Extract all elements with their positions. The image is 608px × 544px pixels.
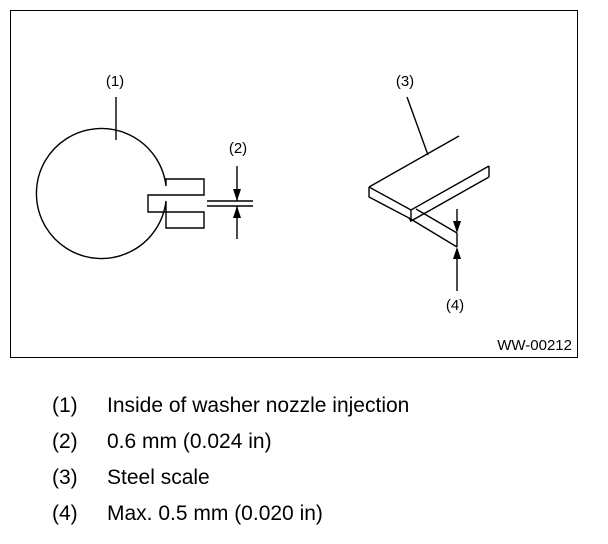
dimension-arrowhead-2-top [233, 189, 241, 201]
callout-label-2: (2) [229, 140, 247, 157]
legend-number: (2) [52, 430, 78, 453]
legend-number: (1) [52, 394, 78, 417]
steel-scale-outline [368, 135, 490, 223]
callout-label-4: (4) [446, 297, 464, 314]
legend-text: Max. 0.5 mm (0.020 in) [107, 502, 323, 525]
dimension-arrowhead-2-bottom [233, 206, 241, 218]
legend-list: (1) Inside of washer nozzle injection (2)… [52, 392, 409, 536]
nozzle-outline [35, 127, 205, 260]
legend-number: (3) [52, 466, 78, 489]
legend-item: (1) Inside of washer nozzle injection [52, 392, 409, 428]
diagram-frame: (1) (2) (3) (4) WW-00212 [10, 10, 578, 358]
legend-number: (4) [52, 502, 78, 525]
leader-line-3 [406, 96, 429, 156]
legend-text: Steel scale [107, 466, 210, 489]
figure-code: WW-00212 [497, 337, 572, 354]
callout-label-1: (1) [106, 73, 124, 90]
legend-text: 0.6 mm (0.024 in) [107, 430, 272, 453]
legend-item: (4) Max. 0.5 mm (0.020 in) [52, 500, 409, 536]
diagram-canvas: (1) (2) (3) (4) WW-00212 [35, 73, 572, 354]
legend-text: Inside of washer nozzle injection [107, 394, 410, 417]
callout-label-3: (3) [396, 73, 414, 90]
dimension-arrowhead-4-bottom [453, 247, 461, 259]
nozzle-tip-outline [408, 208, 458, 248]
legend-item: (3) Steel scale [52, 464, 409, 500]
legend-item: (2) 0.6 mm (0.024 in) [52, 428, 409, 464]
dimension-arrowhead-4-top [453, 221, 461, 233]
